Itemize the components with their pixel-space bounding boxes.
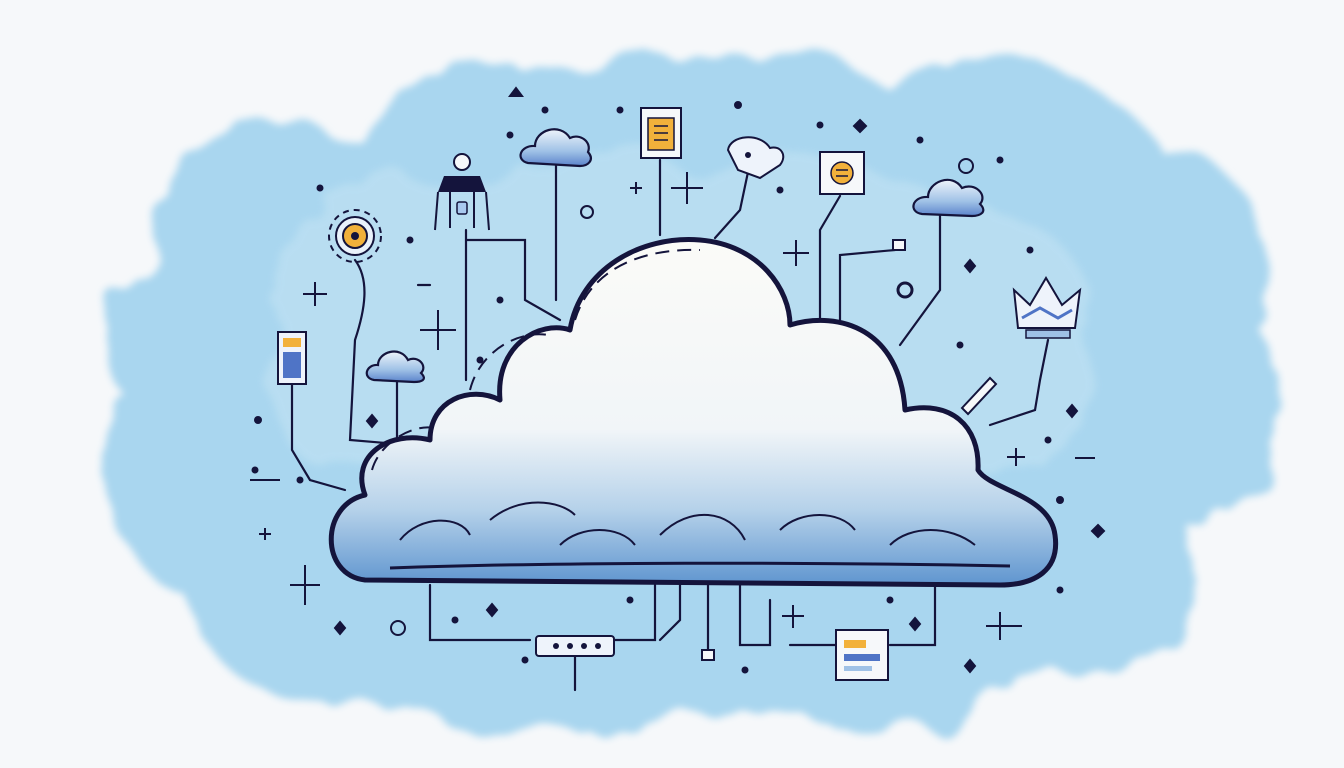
small-cloud-icon [519,128,592,168]
plug-icon [892,239,906,251]
folder-document-icon [640,107,682,159]
plug-icon [701,649,715,661]
robot-head-icon [726,136,785,180]
pen-icon [960,376,998,416]
chip-box-icon [819,151,865,195]
main-cloud-icon [328,237,1059,588]
document-icon [277,331,307,385]
small-cloud-icon [365,350,425,384]
connection-lines [290,158,1050,692]
panel-icon [835,629,889,681]
router-icon [535,635,615,657]
gear-icon [328,209,382,263]
sparkles [250,86,1106,674]
person-icon [434,153,490,231]
small-cloud-icon [912,178,985,218]
crown-icon [1012,276,1082,339]
